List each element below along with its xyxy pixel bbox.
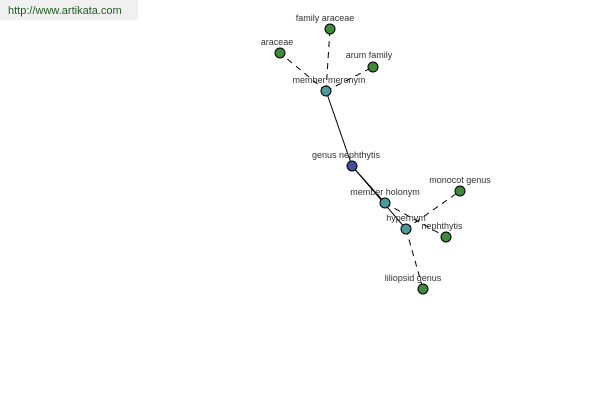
graph-nodes: family araceae araceae arum family member m… (261, 13, 491, 295)
node-member-holonym[interactable] (379, 197, 391, 209)
node-genus-nephthytis[interactable] (346, 160, 358, 172)
label-member-holonym: member holonym (350, 187, 420, 197)
label-arum-family: arum family (346, 50, 393, 60)
edge-member-meronym-to-araceae (279, 52, 327, 92)
node-member-meronym[interactable] (320, 85, 332, 97)
label-liliopsid-genus: liliopsid genus (385, 273, 442, 283)
edge-genus-nephthytis-to-hypernym (351, 165, 407, 230)
edge-member-meronym-to-arum-family (325, 66, 374, 92)
label-member-meronym: member meronym (292, 75, 365, 85)
node-monocot-genus[interactable] (454, 185, 466, 197)
graph-edges (279, 28, 461, 290)
node-araceae[interactable] (274, 47, 286, 59)
label-family-araceae: family araceae (296, 13, 355, 23)
node-arum-family[interactable] (367, 61, 379, 73)
node-family-araceae[interactable] (324, 23, 336, 35)
watermark-url: http://www.artikata.com (0, 0, 138, 20)
label-nephthytis: nephthytis (421, 221, 463, 231)
node-hypernym[interactable] (400, 223, 412, 235)
edge-member-holonym-to-nephthytis (384, 202, 447, 238)
label-monocot-genus: monocot genus (429, 175, 491, 185)
label-araceae: araceae (261, 37, 294, 47)
label-genus-nephthytis: genus nephthytis (312, 150, 381, 160)
node-nephthytis[interactable] (440, 231, 452, 243)
edge-hypernym-to-monocot-genus (405, 190, 461, 230)
node-liliopsid-genus[interactable] (417, 283, 429, 295)
edge-genus-nephthytis-to-member-meronym (325, 90, 353, 167)
label-hypernym: hypernym (386, 213, 426, 223)
